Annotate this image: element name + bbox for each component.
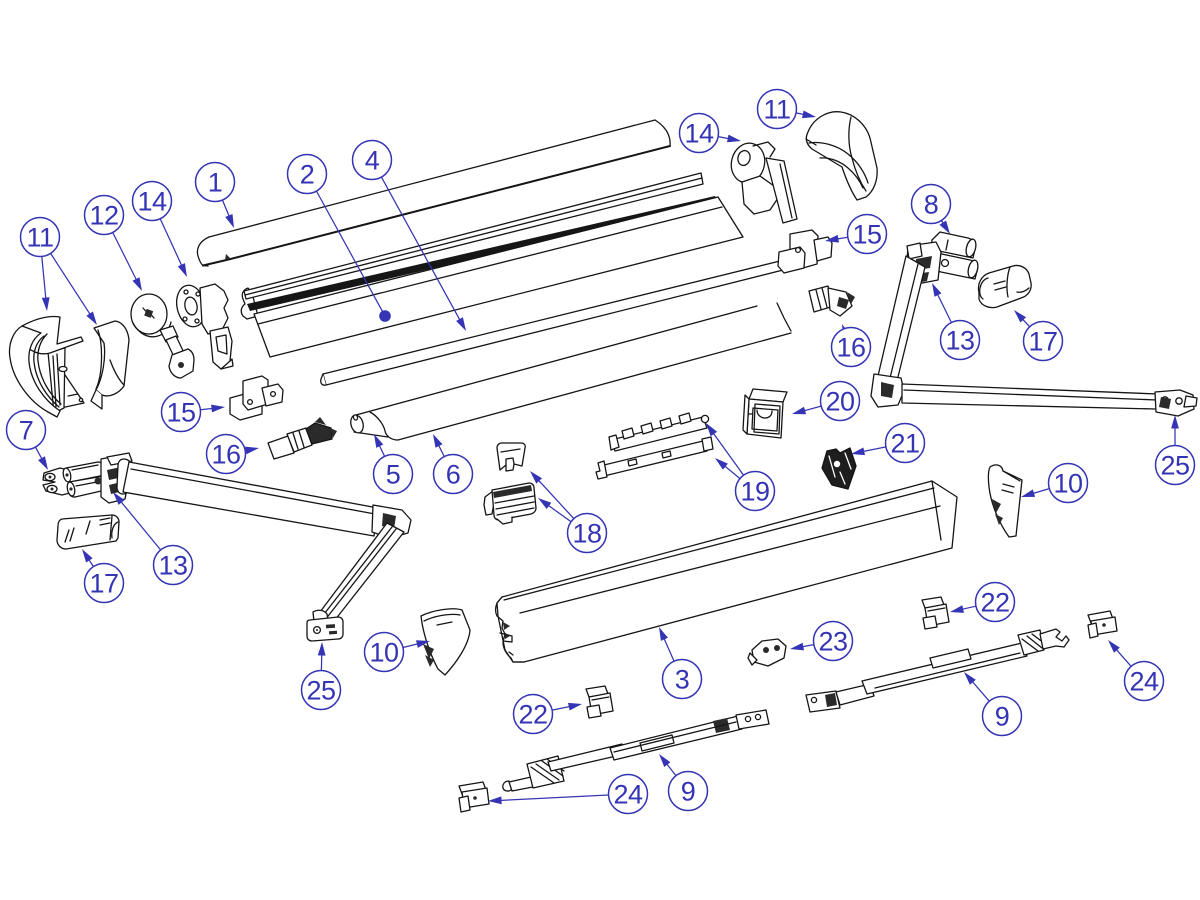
svg-text:17: 17 — [89, 569, 118, 599]
svg-text:21: 21 — [890, 429, 919, 459]
svg-text:24: 24 — [613, 780, 643, 810]
svg-text:13: 13 — [158, 551, 187, 581]
svg-text:20: 20 — [825, 387, 854, 417]
svg-text:3: 3 — [675, 665, 690, 695]
svg-text:17: 17 — [1028, 327, 1057, 357]
svg-text:9: 9 — [681, 777, 696, 807]
svg-text:24: 24 — [1129, 667, 1159, 697]
svg-text:2: 2 — [300, 160, 315, 190]
svg-text:16: 16 — [211, 440, 240, 470]
svg-text:14: 14 — [137, 187, 167, 217]
svg-text:10: 10 — [1053, 469, 1082, 499]
svg-text:6: 6 — [446, 460, 461, 490]
svg-text:8: 8 — [924, 190, 939, 220]
svg-text:18: 18 — [572, 519, 601, 549]
svg-text:9: 9 — [995, 702, 1010, 732]
svg-text:19: 19 — [740, 477, 769, 507]
svg-text:22: 22 — [980, 588, 1009, 618]
svg-text:15: 15 — [166, 398, 195, 428]
svg-text:7: 7 — [19, 416, 34, 446]
svg-text:25: 25 — [306, 676, 335, 706]
svg-text:10: 10 — [369, 638, 398, 668]
svg-text:11: 11 — [763, 95, 790, 125]
svg-text:12: 12 — [89, 201, 118, 231]
svg-text:25: 25 — [1160, 451, 1189, 481]
svg-text:1: 1 — [208, 168, 223, 198]
svg-text:4: 4 — [365, 146, 380, 176]
svg-text:11: 11 — [26, 223, 53, 253]
svg-text:22: 22 — [518, 700, 547, 730]
svg-text:13: 13 — [945, 326, 974, 356]
svg-text:14: 14 — [684, 119, 714, 149]
svg-text:5: 5 — [386, 460, 401, 490]
svg-text:16: 16 — [836, 333, 865, 363]
svg-text:23: 23 — [818, 627, 847, 657]
svg-text:15: 15 — [852, 220, 881, 250]
